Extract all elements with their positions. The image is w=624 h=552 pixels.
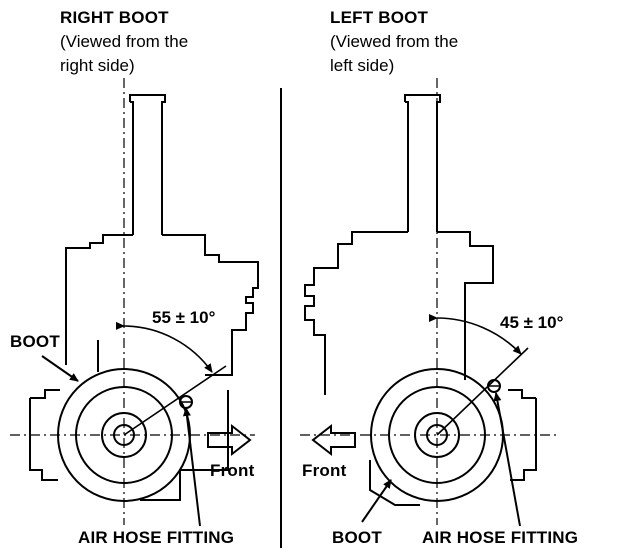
- left-angle-label: 45 ± 10°: [500, 313, 564, 332]
- right-front-label: Front: [210, 461, 255, 480]
- left-boot-subtitle-2: left side): [330, 56, 395, 75]
- left-center-lines: [300, 78, 560, 525]
- left-gearbox-housing: [304, 231, 494, 395]
- left-leaders: [361, 392, 521, 527]
- right-boot-label: BOOT: [10, 332, 60, 351]
- left-front-arrow: [311, 423, 356, 457]
- left-angle-indicator: [428, 313, 529, 436]
- right-angle-indicator: [115, 321, 227, 436]
- left-front-label: Front: [302, 461, 347, 480]
- left-housing-lower: [369, 460, 420, 506]
- right-boot-subtitle-2: right side): [60, 56, 135, 75]
- right-steering-shaft: [129, 94, 166, 235]
- right-boot-title: RIGHT BOOT: [60, 8, 169, 27]
- left-boot-label: BOOT: [332, 528, 382, 547]
- right-center-lines: [10, 78, 255, 525]
- right-front-arrow: [207, 423, 252, 457]
- right-housing-lower: [97, 340, 229, 501]
- right-air-hose-fitting-label: AIR HOSE FITTING: [78, 528, 235, 547]
- right-boot-drawing: [29, 94, 259, 502]
- right-valve-body: [29, 389, 60, 481]
- left-air-hose-fitting-label: AIR HOSE FITTING: [422, 528, 579, 547]
- right-angle-label: 55 ± 10°: [152, 308, 216, 327]
- right-boot-subtitle-1: (Viewed from the: [60, 32, 189, 51]
- right-leaders: [41, 355, 201, 527]
- left-steering-shaft: [404, 94, 441, 232]
- left-valve-body: [508, 389, 537, 481]
- left-boot-drawing: [304, 94, 537, 506]
- right-gearbox-housing: [65, 234, 259, 376]
- left-boot-title: LEFT BOOT: [330, 8, 429, 27]
- left-boot-subtitle-1: (Viewed from the: [330, 32, 459, 51]
